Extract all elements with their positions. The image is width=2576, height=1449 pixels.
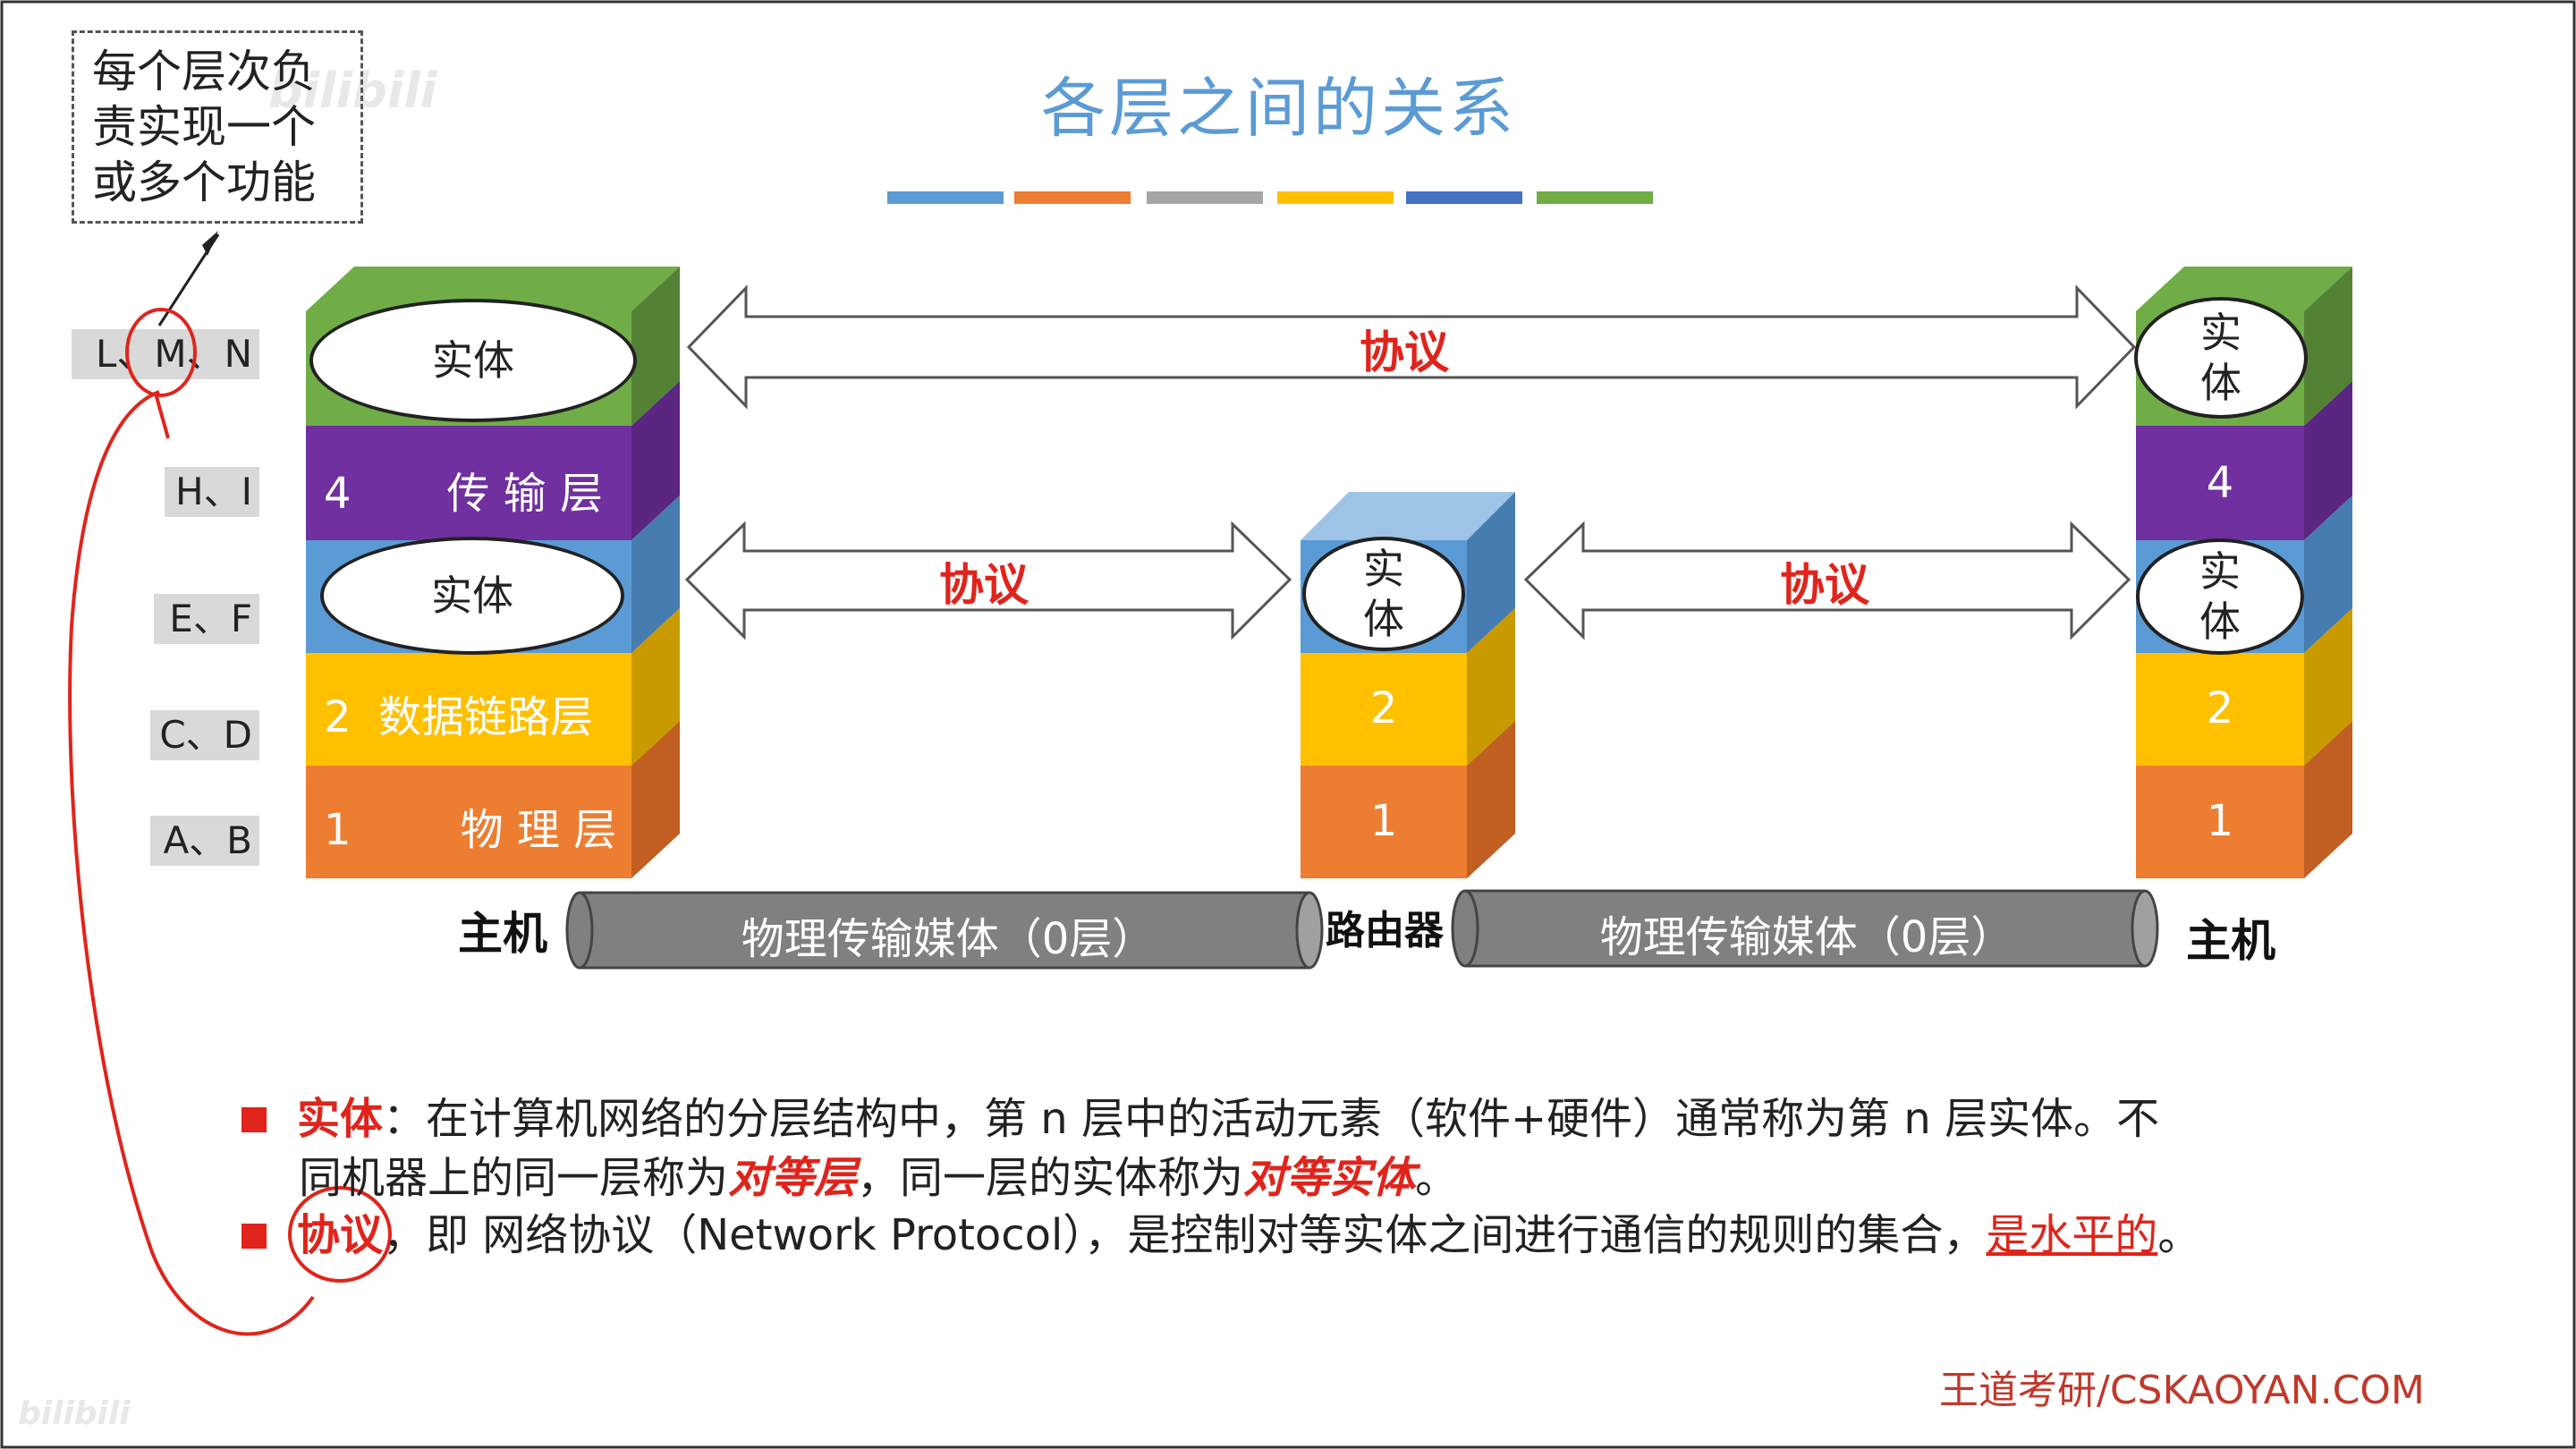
title-bar-blue [887,191,1004,204]
left-layer2-label: 2 数据链路层 [324,692,594,742]
entity-definition-a: ：在计算机网络的分层结构中，第 n 层中的活动元素（软件+硬件）通常称为第 n … [383,1094,2160,1144]
left-entity-top: 实体 [309,299,637,422]
router-layer2-label: 2 [1369,683,1398,733]
label-cd: C、D [150,710,259,760]
protocol-label-right: 协议 [1780,559,1869,611]
term-entity: 实体 [297,1094,384,1144]
bilibili-watermark-small: bilibili [18,1395,131,1432]
router-label: 路由器 [1326,908,1444,953]
red-annotation [68,308,392,1336]
title-bar-yellow [1277,191,1394,204]
bullet-protocol-line: 协议，即 网络协议（Network Protocol），是控制对等实体之间进行通… [297,1206,2200,1265]
medium-pipes [565,889,2159,970]
left-layer4-label: 4 传 输 层 [324,469,603,519]
page-title: 各层之间的关系 [1040,71,1517,146]
label-hi: H、I [165,467,259,517]
note-box: 每个层次负 责实现一个 或多个功能 [72,30,363,224]
bullet-entity-line2: 同机器上的同一层称为对等层，同一层的实体称为对等实体。 [299,1148,1458,1208]
title-bar-gray [1147,191,1263,204]
router-entity: 实 体 [1302,537,1465,651]
protocol-label-top: 协议 [1360,326,1449,378]
bilibili-watermark: bilibili [268,63,437,119]
label-ab: A、B [150,816,259,866]
left-host-label: 主机 [458,908,547,960]
note-line: 每个层次负 [92,46,316,97]
bullet-marker [242,1224,267,1249]
entity-definition-c: ，同一层的实体称为 [857,1153,1244,1203]
term-protocol: 协议 [297,1210,384,1260]
entity-definition-b: 同机器上的同一层称为 [299,1153,729,1203]
protocol-definition-b: 。 [2157,1210,2201,1260]
left-entity-mid: 实体 [320,537,624,655]
left-layer1-label: 1 物 理 层 [324,805,617,855]
title-bar-darkblue [1406,191,1522,204]
right-layer2-label: 2 [2206,683,2234,733]
note-line: 责实现一个 [92,101,316,153]
term-horizontal: 是水平的 [1986,1210,2158,1260]
title-bar-green [1537,191,1653,204]
protocol-label-left: 协议 [939,559,1029,611]
note-line: 或多个功能 [92,157,316,208]
right-host-label: 主机 [2186,915,2275,967]
title-bar-orange [1014,191,1131,204]
protocol-arrows [684,284,2137,640]
label-ef: E、F [154,594,259,644]
bullet-marker [242,1107,267,1132]
right-layer1-label: 1 [2206,796,2234,846]
router-layer1-label: 1 [1369,796,1398,846]
footer-brand: 王道考研/CSKAOYAN.COM [1939,1368,2425,1413]
right-layer4-label: 4 [2206,458,2234,508]
entity-definition-d: 。 [1415,1153,1459,1203]
right-entity-top: 实 体 [2134,297,2308,419]
term-peer-entity: 对等实体 [1243,1153,1416,1203]
medium-right-label: 物理传输媒体（0层） [1599,912,2014,962]
bullet-entity-line1: 实体：在计算机网络的分层结构中，第 n 层中的活动元素（软件+硬件）通常称为第 … [297,1089,2159,1148]
label-lmn: L、M、N [72,329,259,379]
protocol-definition-a: ，即 网络协议（Network Protocol），是控制对等实体之间进行通信的… [383,1210,1987,1260]
term-peer-layer: 对等层 [728,1153,858,1203]
medium-left-label: 物理传输媒体（0层） [741,914,1156,964]
right-entity-mid: 实 体 [2136,538,2304,655]
